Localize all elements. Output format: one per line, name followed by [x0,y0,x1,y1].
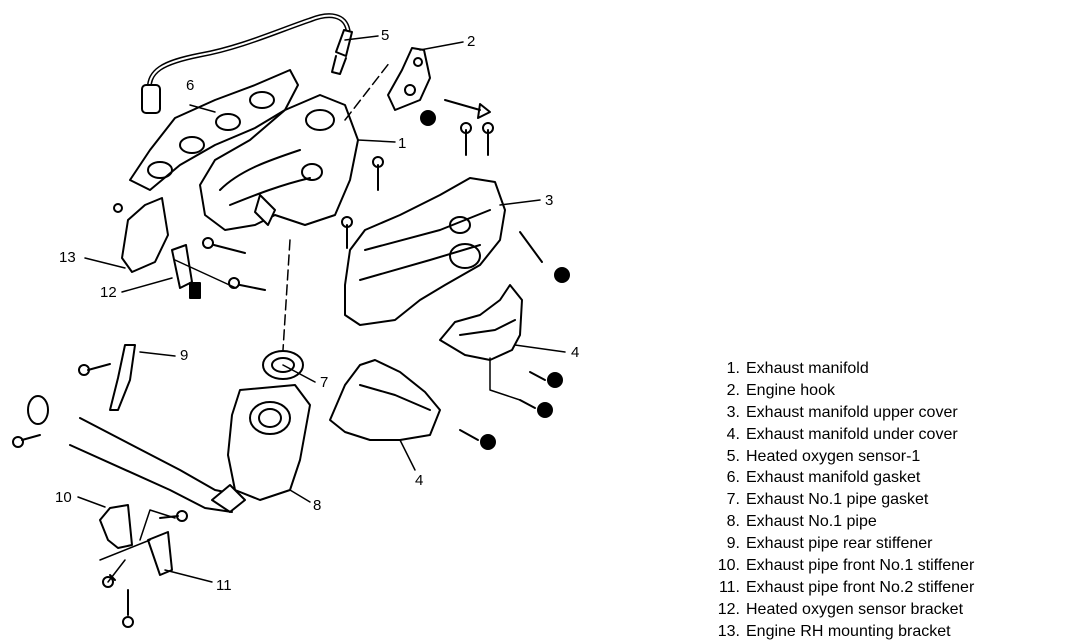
callout-9: 9 [180,347,188,364]
manifold-gasket [129,69,299,191]
legend-item: 2.Engine hook [726,381,835,399]
callout-6: 6 [186,77,194,94]
callout-2: 2 [467,33,475,50]
exhaust-pipe [69,384,311,513]
parts-legend: 1.Exhaust manifold 2.Engine hook 3.Exhau… [706,358,1066,643]
rear-stiffener [109,344,136,411]
legend-item: 5.Heated oxygen sensor-1 [726,447,921,465]
oxygen-sensor [331,29,353,75]
callout-13: 13 [59,249,76,266]
legend-item: 7.Exhaust No.1 pipe gasket [726,491,929,509]
manifold-under-cover [439,284,523,361]
legend-item: 10.Exhaust pipe front No.1 stiffener [717,557,975,575]
pipe-flange [27,395,49,425]
exhaust-manifold [199,94,359,231]
sensor-wire [146,13,351,98]
manifold-upper-cover [344,177,506,326]
callout-1: 1 [398,135,406,152]
leader-lines [77,35,566,583]
callout-5: 5 [381,27,389,44]
assembly-lines [99,61,521,583]
callout-7: 7 [320,374,328,391]
callout-11: 11 [216,577,232,594]
legend-item: 9.Exhaust pipe rear stiffener [726,535,933,553]
legend-item: 12.Heated oxygen sensor bracket [717,600,964,618]
bolts [12,122,570,628]
legend-item: 13.Engine RH mounting bracket [717,622,951,640]
front-stiffener-2 [147,531,173,576]
legend-item: 4.Exhaust manifold under cover [726,425,958,443]
callout-12: 12 [100,284,117,301]
sensor-connector [141,84,161,114]
callout-3: 3 [545,192,553,209]
engine-hook [387,47,491,126]
callout-10: 10 [55,489,72,506]
front-stiffener-1 [99,504,133,549]
callout-4-lower: 4 [415,472,423,489]
mounting-bracket [121,197,169,273]
manifold-under-cover-lower [329,359,441,441]
legend-item: 1.Exhaust manifold [726,360,869,377]
callout-4-upper: 4 [571,344,579,361]
legend-item: 3.Exhaust manifold upper cover [726,403,958,421]
callout-8: 8 [313,497,321,514]
legend-item: 11.Exhaust pipe front No.2 stiffener [718,578,975,596]
legend-item: 6.Exhaust manifold gasket [726,469,921,487]
legend-item: 8.Exhaust No.1 pipe [726,513,877,531]
